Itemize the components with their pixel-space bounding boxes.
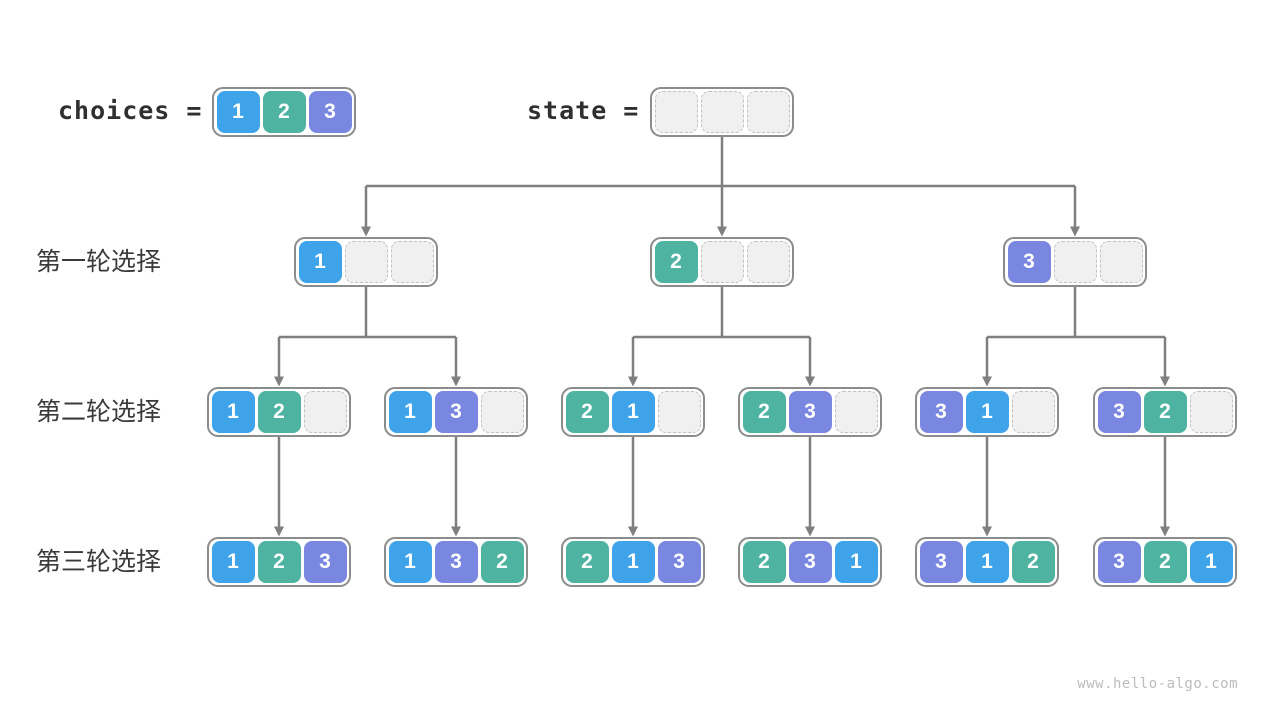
value-cell-3: 3 [1097, 541, 1141, 583]
empty-cell [303, 391, 347, 433]
value-cell-2: 2 [257, 541, 301, 583]
value-cell-1: 1 [388, 391, 432, 433]
state-box-round1-2: 2 [650, 237, 794, 287]
empty-cell [1099, 241, 1143, 283]
value-cell-1: 1 [965, 391, 1009, 433]
value-cell-2: 2 [1143, 391, 1187, 433]
empty-cell [700, 241, 744, 283]
empty-cell [657, 391, 701, 433]
row-label-round-1: 第一轮选择 [36, 248, 162, 276]
empty-cell [1053, 241, 1097, 283]
empty-cell [700, 91, 744, 133]
value-cell-2: 2 [742, 541, 786, 583]
value-cell-3: 3 [303, 541, 347, 583]
value-cell-3: 3 [919, 391, 963, 433]
value-cell-1: 1 [1189, 541, 1233, 583]
empty-cell [1189, 391, 1233, 433]
watermark: www.hello-algo.com [1077, 676, 1238, 692]
value-cell-3: 3 [788, 391, 832, 433]
value-cell-3: 3 [788, 541, 832, 583]
empty-cell [654, 91, 698, 133]
value-cell-2: 2 [480, 541, 524, 583]
value-cell-3: 3 [434, 541, 478, 583]
row-label-round-3: 第三轮选择 [36, 548, 162, 576]
value-cell-3: 3 [308, 91, 352, 133]
value-cell-3: 3 [1007, 241, 1051, 283]
value-cell-3: 3 [657, 541, 701, 583]
value-cell-2: 2 [257, 391, 301, 433]
row-label-round-2: 第二轮选择 [36, 398, 162, 426]
empty-cell [480, 391, 524, 433]
value-cell-3: 3 [1097, 391, 1141, 433]
value-cell-2: 2 [654, 241, 698, 283]
value-cell-2: 2 [565, 541, 609, 583]
value-cell-1: 1 [298, 241, 342, 283]
value-cell-1: 1 [611, 541, 655, 583]
state-array-box [650, 87, 794, 137]
empty-cell [390, 241, 434, 283]
value-cell-2: 2 [1011, 541, 1055, 583]
value-cell-2: 2 [742, 391, 786, 433]
value-cell-1: 1 [216, 91, 260, 133]
state-box-round1-3: 3 [1003, 237, 1147, 287]
value-cell-1: 1 [211, 541, 255, 583]
value-cell-3: 3 [919, 541, 963, 583]
value-cell-1: 1 [834, 541, 878, 583]
value-cell-3: 3 [434, 391, 478, 433]
choices-label: choices = [58, 96, 203, 125]
value-cell-1: 1 [211, 391, 255, 433]
value-cell-1: 1 [388, 541, 432, 583]
value-cell-2: 2 [1143, 541, 1187, 583]
value-cell-1: 1 [965, 541, 1009, 583]
empty-cell [834, 391, 878, 433]
value-cell-2: 2 [565, 391, 609, 433]
state-label: state = [527, 96, 640, 125]
empty-cell [1011, 391, 1055, 433]
empty-cell [746, 91, 790, 133]
empty-cell [344, 241, 388, 283]
empty-cell [746, 241, 790, 283]
state-box-round1-1: 1 [294, 237, 438, 287]
value-cell-2: 2 [262, 91, 306, 133]
value-cell-1: 1 [611, 391, 655, 433]
